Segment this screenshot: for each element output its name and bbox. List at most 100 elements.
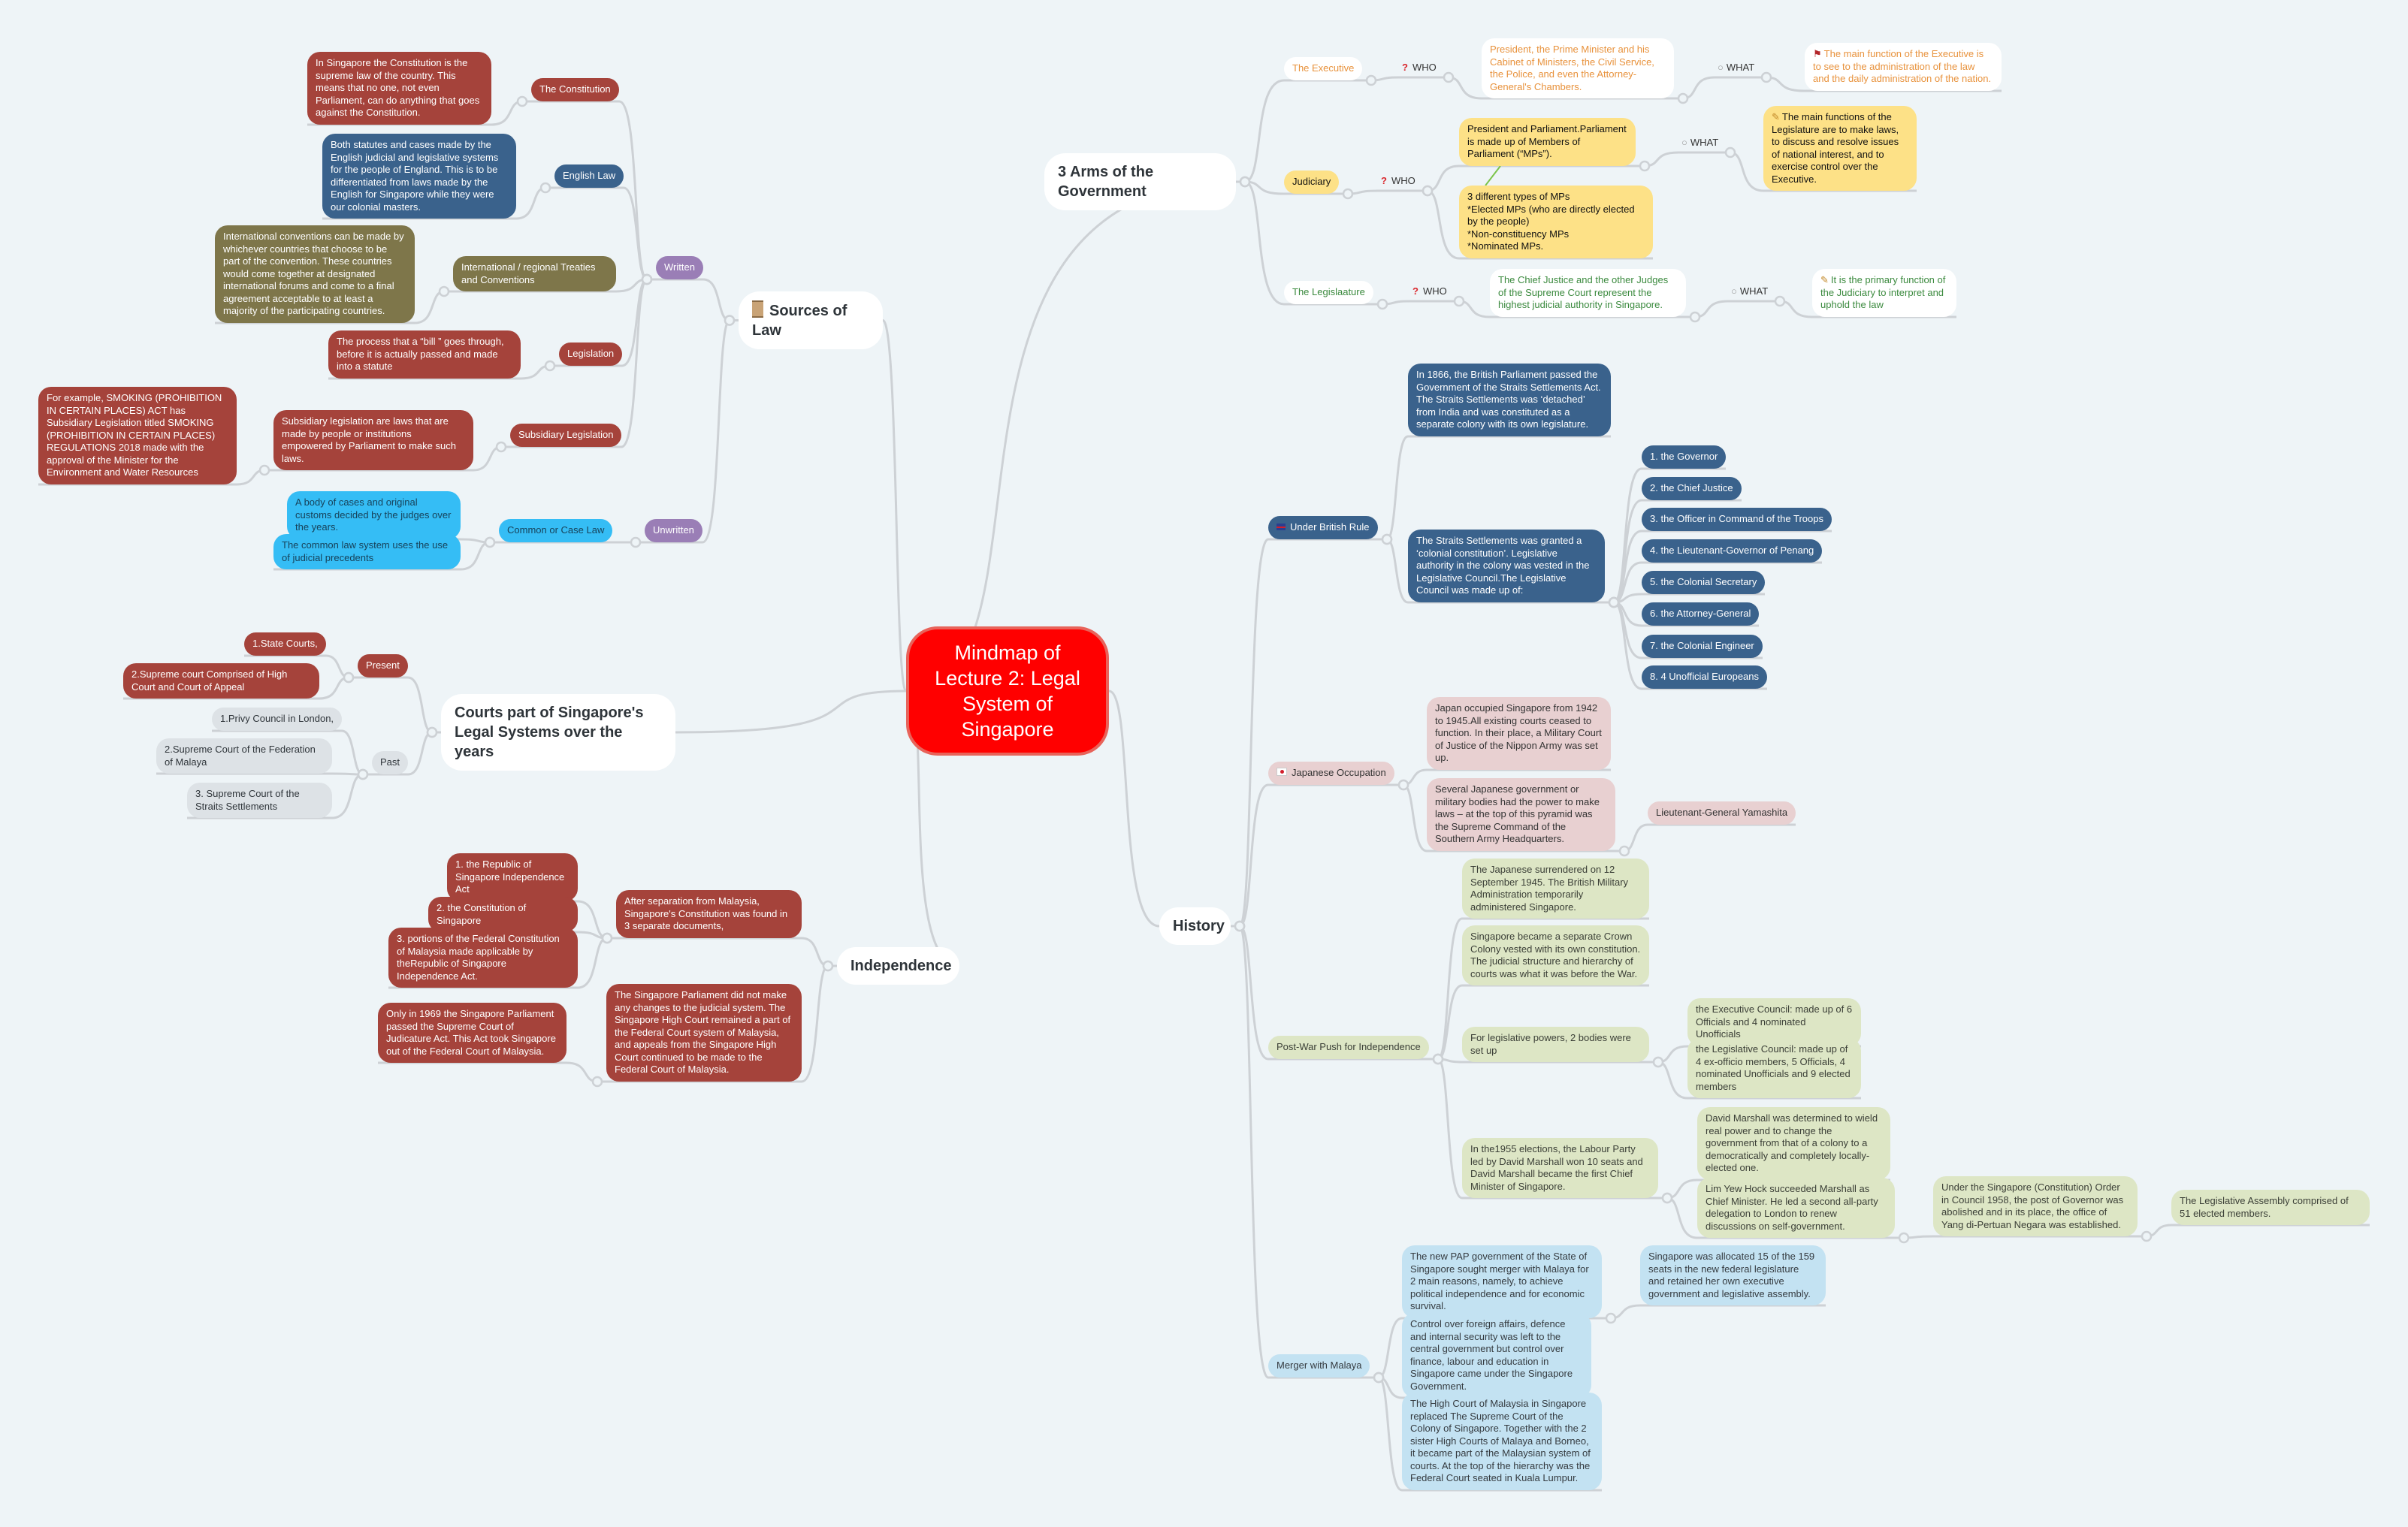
node-post-war[interactable]: Post-War Push for Independence	[1268, 1036, 1429, 1059]
node-smoking-example[interactable]: For example, SMOKING (PROHIBITION IN CER…	[38, 387, 237, 484]
node-council-member[interactable]: 2. the Chief Justice	[1642, 477, 1742, 500]
node-council-member[interactable]: 8. 4 Unofficial Europeans	[1642, 665, 1768, 689]
node-council-member[interactable]: 1. the Governor	[1642, 445, 1727, 469]
node-document[interactable]: 1. the Republic of Singapore Independenc…	[447, 853, 578, 901]
node-merger-with-malaya[interactable]: Merger with Malaya	[1268, 1354, 1370, 1378]
connector-line	[1657, 1045, 1688, 1064]
node-lim-yew-hock[interactable]: Lim Yew Hock succeeded Marshall as Chief…	[1697, 1178, 1895, 1238]
connector-line	[1657, 1061, 1688, 1100]
node-control-split[interactable]: Control over foreign affairs, defence an…	[1402, 1313, 1591, 1398]
node-english-law[interactable]: English Law	[554, 164, 624, 188]
node-yamashita[interactable]: Lieutenant-General Yamashita	[1648, 801, 1796, 825]
collapse-handle	[343, 671, 355, 684]
collapse-handle	[1381, 533, 1393, 545]
node-executive-who[interactable]: President, the Prime Minister and his Ca…	[1482, 38, 1674, 98]
connector-line	[1238, 925, 1270, 1379]
connector-line	[1427, 164, 1460, 192]
collapse-handle	[1234, 920, 1246, 932]
collapse-handle	[1422, 185, 1434, 197]
node-treaties-desc[interactable]: International conventions can be made by…	[215, 225, 415, 323]
node-colonial-constitution[interactable]: The Straits Settlements was granted a ‘c…	[1408, 530, 1605, 602]
node-legislation[interactable]: Legislation	[559, 343, 623, 366]
node-past-court[interactable]: 2.Supreme Court of the Federation of Mal…	[156, 738, 332, 774]
node-legislation-desc[interactable]: The process that a “bill ” goes through,…	[328, 330, 521, 379]
node-unwritten[interactable]: Unwritten	[645, 519, 702, 542]
node-judiciary[interactable]: Judiciary	[1284, 171, 1340, 194]
what-label[interactable]: ○WHAT	[1715, 59, 1757, 77]
node-common-law[interactable]: Common or Case Law	[499, 519, 613, 542]
node-treaties[interactable]: International / regional Treaties and Co…	[453, 256, 616, 291]
node-past-court[interactable]: 3. Supreme Court of the Straits Settleme…	[187, 783, 332, 818]
node-1955-elections[interactable]: In the1955 elections, the Labour Party l…	[1462, 1138, 1658, 1198]
node-mp-types[interactable]: 3 different types of MPs *Elected MPs (w…	[1459, 186, 1653, 258]
node-judiciary-what[interactable]: ✎The main functions of the Legislature a…	[1763, 106, 1917, 191]
node-high-court-malaysia[interactable]: The High Court of Malaysia in Singapore …	[1402, 1393, 1602, 1490]
node-crown-colony[interactable]: Singapore became a separate Crown Colony…	[1462, 925, 1649, 985]
node-japanese-bodies[interactable]: Several Japanese government or military …	[1427, 778, 1615, 851]
node-council-member[interactable]: 5. the Colonial Secretary	[1642, 571, 1766, 594]
thought-bubble-icon: ○	[1731, 285, 1737, 297]
topic-history[interactable]: History	[1159, 907, 1231, 945]
node-the-legislature[interactable]: The Legislaature	[1284, 281, 1373, 304]
node-legislative-assembly[interactable]: The Legislative Assembly comprised of 51…	[2171, 1190, 2370, 1225]
what-label[interactable]: ○WHAT	[1678, 134, 1721, 152]
node-judiciary-who[interactable]: President and Parliament.Parliament is m…	[1459, 118, 1636, 166]
who-label[interactable]: ?WHO	[1378, 172, 1419, 191]
node-present[interactable]: Present	[358, 654, 408, 677]
node-council-member[interactable]: 7. the Colonial Engineer	[1642, 635, 1763, 658]
collapse-handle	[591, 1076, 603, 1088]
node-pap-merger[interactable]: The new PAP government of the State of S…	[1402, 1245, 1602, 1318]
node-parliament-no-changes[interactable]: The Singapore Parliament did not make an…	[606, 984, 802, 1082]
node-present-court[interactable]: 2.Supreme court Comprised of High Court …	[123, 663, 319, 699]
topic-sources-of-law[interactable]: Sources of Law	[739, 291, 883, 349]
node-council-member[interactable]: 6. the Attorney-General	[1642, 602, 1760, 626]
what-label[interactable]: ○WHAT	[1728, 282, 1771, 301]
node-english-law-desc[interactable]: Both statutes and cases made by the Engl…	[322, 134, 516, 219]
node-written[interactable]: Written	[656, 256, 703, 279]
node-order-1958[interactable]: Under the Singapore (Constitution) Order…	[1933, 1176, 2138, 1236]
node-1866-act[interactable]: In 1866, the British Parliament passed t…	[1408, 364, 1611, 436]
node-present-court[interactable]: 1.State Courts,	[244, 632, 326, 656]
node-japanese-surrender[interactable]: The Japanese surrendered on 12 September…	[1462, 859, 1649, 919]
topic-courts[interactable]: Courts part of Singapore's Legal Systems…	[441, 694, 675, 771]
node-subsidiary-desc[interactable]: Subsidiary legislation are laws that are…	[273, 410, 473, 470]
node-common-law-item[interactable]: A body of cases and original customs dec…	[287, 491, 461, 539]
node-subsidiary-legislation[interactable]: Subsidiary Legislation	[510, 424, 622, 447]
collapse-handle	[1443, 71, 1455, 83]
node-under-british-rule[interactable]: Under British Rule	[1268, 516, 1378, 539]
node-executive-what[interactable]: ⚑The main function of the Executive is t…	[1805, 43, 2002, 91]
node-legislature-who[interactable]: The Chief Justice and the other Judges o…	[1490, 269, 1686, 317]
collapse-handle	[495, 441, 507, 453]
node-constitution-desc[interactable]: In Singapore the Constitution is the sup…	[307, 52, 491, 125]
node-past[interactable]: Past	[372, 751, 409, 774]
who-label[interactable]: ?WHO	[1409, 282, 1450, 301]
node-the-constitution[interactable]: The Constitution	[531, 78, 619, 101]
who-label[interactable]: ?WHO	[1399, 59, 1440, 77]
node-legislature-what[interactable]: ✎It is the primary function of the Judic…	[1812, 269, 1956, 317]
central-topic[interactable]: Mindmap of Lecture 2: Legal System of Si…	[906, 626, 1109, 756]
connector-line	[1666, 1178, 1698, 1200]
node-past-court[interactable]: 1.Privy Council in London,	[212, 708, 343, 731]
collapse-handle	[484, 536, 496, 548]
node-council-member[interactable]: 4. the Lieutenant-Governor of Penang	[1642, 539, 1823, 563]
node-two-bodies[interactable]: For legislative powers, 2 bodies were se…	[1462, 1027, 1649, 1062]
node-japan-occupied[interactable]: Japan occupied Singapore from 1942 to 19…	[1427, 697, 1611, 770]
node-legislative-council[interactable]: the Legislative Council: made up of 4 ex…	[1687, 1038, 1861, 1098]
connector-line	[1244, 180, 1285, 195]
node-the-executive[interactable]: The Executive	[1284, 57, 1363, 80]
connector-line	[881, 319, 908, 693]
node-david-marshall[interactable]: David Marshall was determined to wield r…	[1697, 1107, 1890, 1180]
node-council-member[interactable]: 3. the Officer in Command of the Troops	[1642, 508, 1832, 531]
node-seats-allocated[interactable]: Singapore was allocated 15 of the 159 se…	[1640, 1245, 1826, 1305]
connector-line	[1682, 76, 1715, 100]
topic-3-arms-of-government[interactable]: 3 Arms of the Government	[1044, 153, 1236, 210]
node-document[interactable]: 3. portions of the Federal Constitution …	[388, 928, 578, 988]
node-common-law-item[interactable]: The common law system uses the use of ju…	[273, 534, 461, 569]
connector-line	[1437, 984, 1463, 1061]
topic-independence[interactable]: Independence	[837, 947, 959, 985]
node-1969-act[interactable]: Only in 1969 the Singapore Parliament pa…	[378, 1003, 566, 1063]
node-document[interactable]: 2. the Constitution of Singapore	[428, 897, 578, 932]
node-after-separation[interactable]: After separation from Malaysia, Singapor…	[616, 890, 802, 938]
node-japanese-occupation[interactable]: Japanese Occupation	[1268, 762, 1394, 785]
node-executive-council[interactable]: the Executive Council: made up of 6 Offi…	[1687, 998, 1861, 1046]
